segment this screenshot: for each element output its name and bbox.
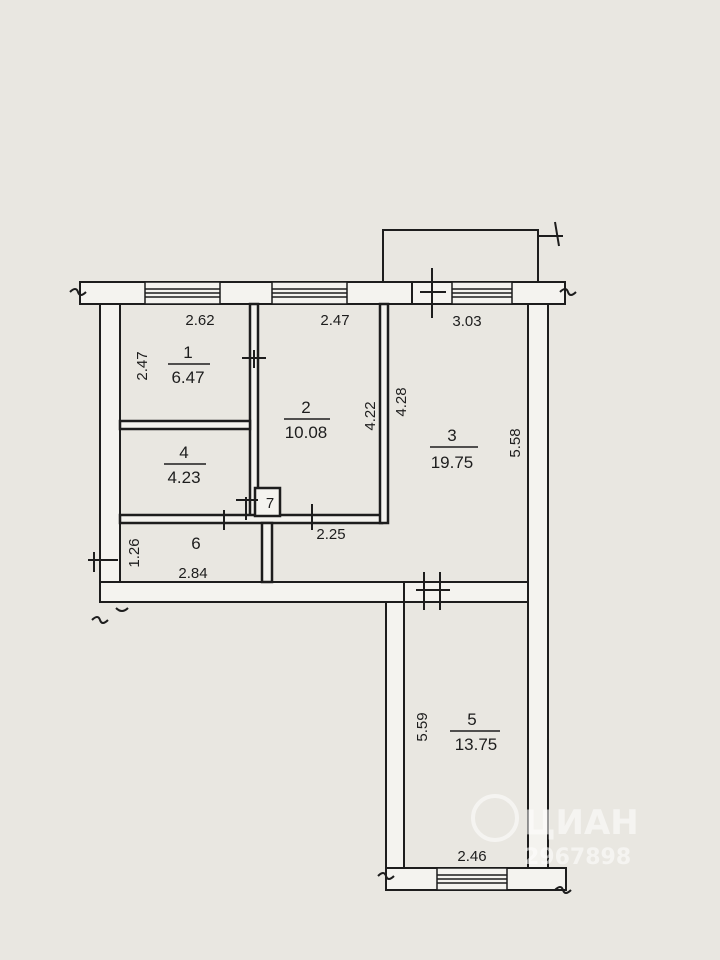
room1-room4-wall [118,419,252,431]
bottom-left-wall [99,581,407,603]
watermark-logo-icon [471,794,519,842]
room4-number: 4 [179,443,188,462]
window-room2 [271,281,348,305]
room2-area: 10.08 [285,423,328,442]
dim-room3-depth: 5.58 [507,428,524,457]
dim-room3-width: 3.03 [452,313,481,330]
interior-walls [118,302,390,584]
balcony [382,221,563,282]
door-marks [69,268,577,894]
dim-hall-depth: 1.26 [126,538,143,567]
room1-number: 1 [183,343,192,362]
dim-room1-width: 2.62 [185,312,214,329]
room4-hall-wall [118,513,384,525]
dim-room5-depth: 5.59 [414,712,431,741]
watermark-id: 2967898 [524,845,631,870]
windows [144,281,513,891]
walls [79,281,567,891]
left-exterior-wall [99,303,121,585]
dim-room5-width: 2.46 [457,848,486,865]
room2-room3-wall [378,302,390,525]
window-room1 [144,281,221,305]
dim-room3-left-depth: 4.28 [393,387,410,416]
window-room3 [451,281,513,305]
dim-room2-width: 2.47 [320,312,349,329]
dim-hall-width: 2.84 [178,565,207,582]
room-labels: 1 6.47 2 10.08 3 19.75 4 4.23 5 13.75 6 … [164,343,500,754]
room3-room5-wall [403,581,529,603]
room1-area: 6.47 [171,368,204,387]
watermark: ЦИАН 2967898 [471,794,639,870]
room7-closet [253,486,282,518]
room3-number: 3 [447,426,456,445]
dimension-labels: 2.62 2.47 3.03 2.84 2.25 2.46 2.47 4.22 … [126,312,524,865]
dim-room2-depth: 4.22 [362,401,379,430]
dim-corridor-width: 2.25 [316,526,345,543]
room5-number: 5 [467,710,476,729]
room5-area: 13.75 [455,735,498,754]
room5-left-wall [385,601,405,885]
room3-area: 19.75 [431,453,474,472]
balcony-outline [382,229,539,282]
room4-area: 4.23 [167,468,200,487]
room6-number: 6 [191,534,200,553]
balcony-break [554,221,560,247]
dim-room1-depth: 2.47 [134,351,151,380]
room2-number: 2 [301,398,310,417]
right-exterior-wall [527,303,549,885]
hall-pillar [260,521,274,584]
room7-number: 7 [266,495,274,512]
room1-room2-wall [248,302,260,518]
window-room5 [436,867,508,891]
watermark-brand: ЦИАН [524,803,639,843]
